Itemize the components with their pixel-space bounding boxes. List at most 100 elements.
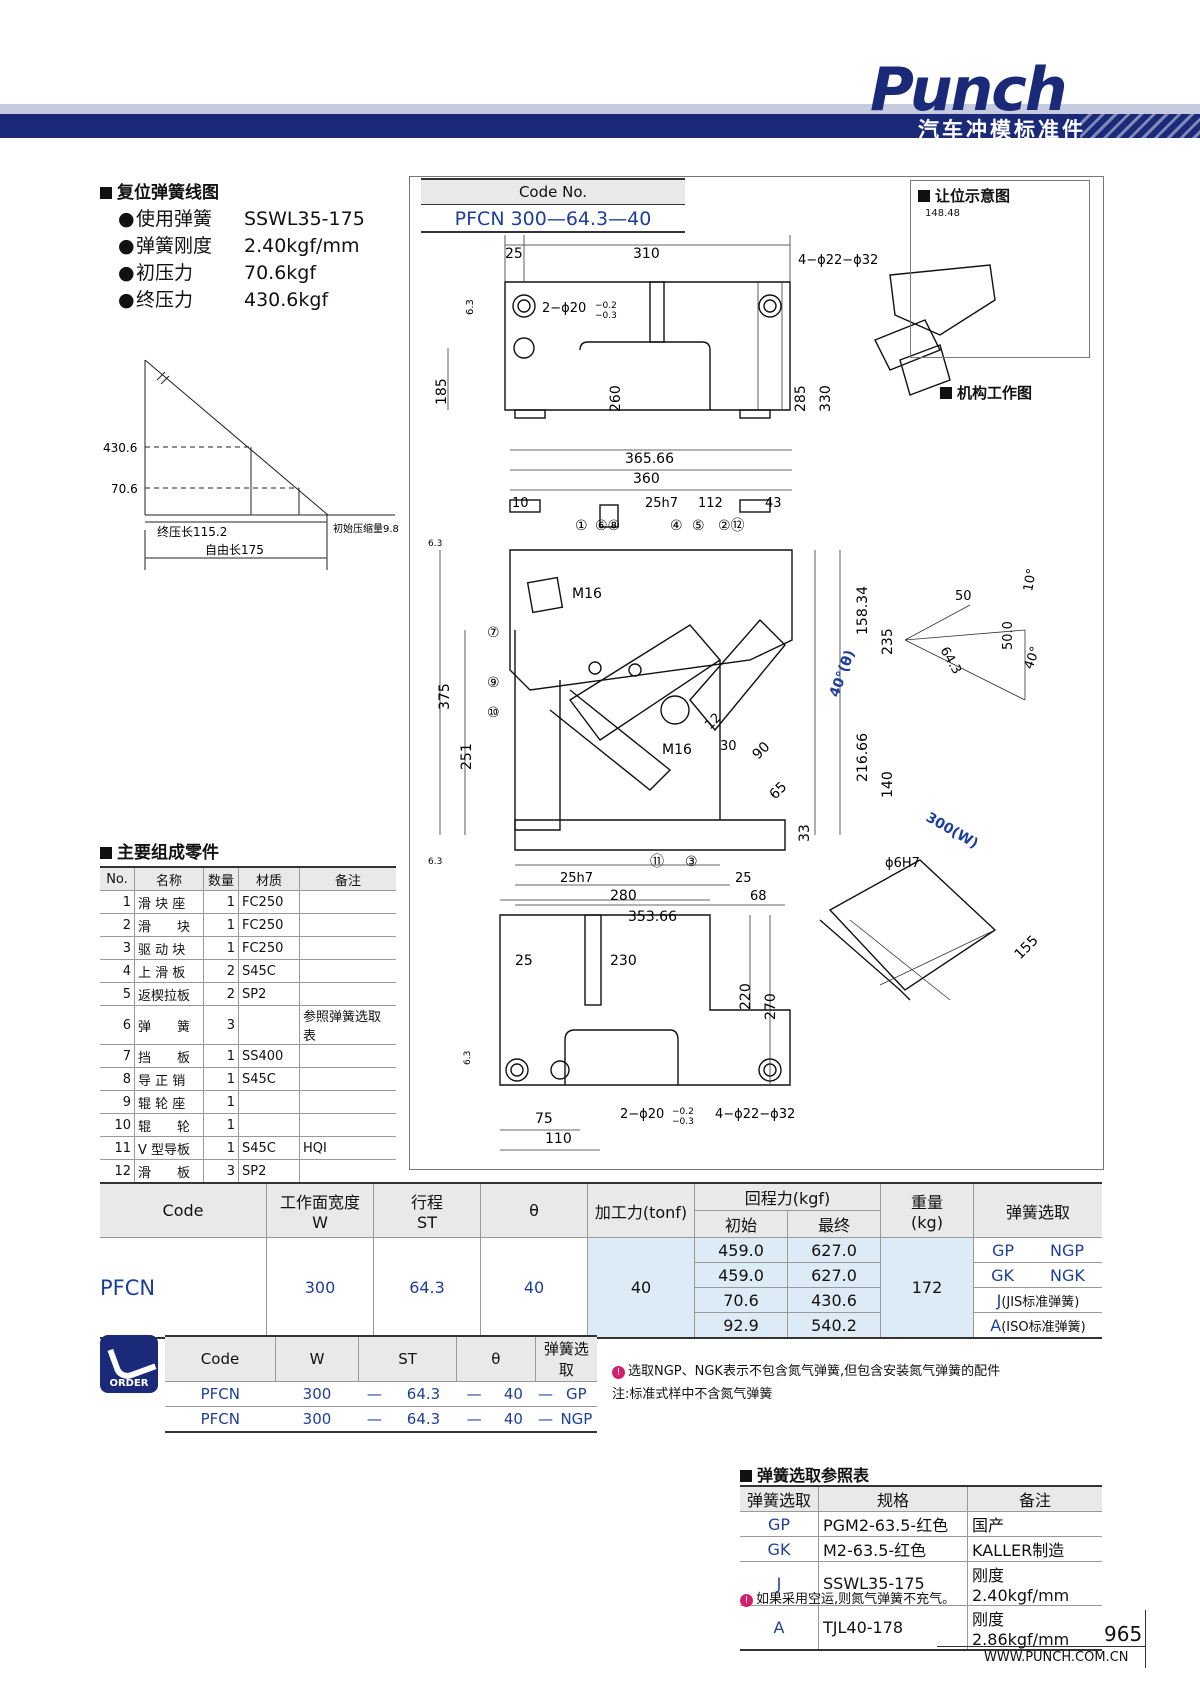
svg-text:270: 270 bbox=[763, 993, 779, 1020]
svg-text:6.3: 6.3 bbox=[463, 1051, 473, 1065]
svg-text:⑪: ⑪ bbox=[650, 854, 664, 870]
spring-table-note: !如果采用空运,则氮气弹簧不充气。 bbox=[740, 1588, 955, 1607]
order-note-1: !选取NGP、NGK表示不包含氮气弹簧,但包含安装氮气弹簧的配件 bbox=[612, 1360, 1000, 1379]
svg-text:220: 220 bbox=[738, 983, 754, 1010]
svg-text:M16: M16 bbox=[662, 742, 692, 758]
svg-text:③: ③ bbox=[685, 854, 698, 870]
spec-code: PFCN bbox=[100, 1237, 267, 1339]
svg-text:110: 110 bbox=[545, 1131, 572, 1147]
code-no-box: Code No. PFCN 300—64.3—40 bbox=[421, 178, 685, 233]
svg-text:90: 90 bbox=[750, 739, 774, 763]
front-view-slider bbox=[568, 624, 722, 741]
parts-title: 主要组成零件 bbox=[100, 838, 219, 863]
svg-text:2−ϕ20: 2−ϕ20 bbox=[620, 1107, 664, 1122]
svg-text:−0.2: −0.2 bbox=[672, 1107, 694, 1117]
free-length-label: 自由长175 bbox=[205, 543, 264, 557]
svg-text:330: 330 bbox=[818, 385, 834, 412]
svg-text:360: 360 bbox=[633, 471, 660, 487]
brand-logo: Punch bbox=[870, 55, 1068, 125]
svg-text:65: 65 bbox=[767, 779, 791, 803]
top-view-slot bbox=[579, 341, 711, 410]
svg-text:216.66: 216.66 bbox=[855, 733, 871, 782]
svg-text:ϕ6H7: ϕ6H7 bbox=[885, 856, 920, 871]
svg-text:50.0: 50.0 bbox=[1001, 621, 1016, 650]
svg-text:M16: M16 bbox=[572, 586, 602, 602]
top-view-outline bbox=[504, 281, 791, 411]
front-view-base bbox=[514, 819, 786, 851]
final-length-label: 终压长115.2 bbox=[157, 524, 227, 539]
svg-text:⑨: ⑨ bbox=[487, 675, 500, 691]
svg-text:−0.3: −0.3 bbox=[672, 1117, 694, 1127]
svg-text:−0.3: −0.3 bbox=[595, 311, 617, 321]
svg-text:②⑫: ②⑫ bbox=[718, 518, 745, 534]
spring-chart-title: 复位弹簧线图 bbox=[100, 178, 219, 203]
clearance-dim: 148.48 bbox=[925, 208, 960, 219]
svg-text:⑩: ⑩ bbox=[487, 705, 500, 721]
svg-text:64.3: 64.3 bbox=[937, 645, 964, 678]
svg-text:−0.2: −0.2 bbox=[595, 301, 617, 311]
svg-text:158.34: 158.34 bbox=[855, 586, 871, 635]
bottom-view-outline bbox=[499, 914, 791, 1086]
order-icon: ORDER bbox=[100, 1335, 158, 1393]
svg-text:12: 12 bbox=[702, 711, 724, 733]
svg-text:25h7: 25h7 bbox=[560, 871, 593, 886]
svg-text:75: 75 bbox=[535, 1111, 553, 1127]
svg-text:⑦: ⑦ bbox=[487, 625, 500, 641]
spring-table-title: 弹簧选取参照表 bbox=[740, 1462, 869, 1486]
footer-url: WWW.PUNCH.COM.CN bbox=[984, 1650, 1129, 1665]
angle-label: 40°(θ) bbox=[827, 648, 859, 699]
svg-text:230: 230 bbox=[610, 953, 637, 969]
y-low-label: 70.6 bbox=[111, 482, 138, 496]
bottom-view-key bbox=[584, 914, 602, 1006]
svg-text:6.3: 6.3 bbox=[428, 539, 442, 549]
order-note-2: 注:标准式样中不含氮气弹簧 bbox=[612, 1387, 773, 1402]
svg-text:140: 140 bbox=[880, 771, 896, 798]
svg-text:280: 280 bbox=[610, 888, 637, 904]
svg-text:50: 50 bbox=[955, 589, 972, 604]
brand-subtitle: 汽车冲模标准件 bbox=[918, 118, 1086, 142]
svg-text:33: 33 bbox=[797, 824, 813, 842]
clearance-inset-frame bbox=[910, 180, 1090, 358]
svg-text:155: 155 bbox=[1012, 933, 1042, 963]
svg-text:365.66: 365.66 bbox=[625, 451, 674, 467]
header-hatch bbox=[1080, 114, 1200, 138]
front-view-slider-seat bbox=[509, 549, 793, 691]
svg-text:185: 185 bbox=[434, 378, 450, 405]
spring-force-diagram: 430.6 70.6 终压长115.2 初始压缩量9.8 自由长175 bbox=[103, 359, 399, 570]
clearance-title: 让位示意图 bbox=[918, 185, 1010, 206]
header-stripe-dark bbox=[0, 114, 1200, 138]
svg-text:310: 310 bbox=[633, 246, 660, 262]
svg-text:④: ④ bbox=[670, 518, 683, 534]
svg-text:6.3: 6.3 bbox=[428, 857, 442, 867]
page-number: 965 bbox=[1104, 1622, 1143, 1646]
code-no-header: Code No. bbox=[421, 178, 685, 205]
front-view-left-block bbox=[514, 630, 561, 831]
svg-text:251: 251 bbox=[459, 743, 475, 770]
svg-text:25h7: 25h7 bbox=[645, 496, 678, 511]
svg-text:25: 25 bbox=[515, 953, 533, 969]
y-high-label: 430.6 bbox=[103, 441, 137, 455]
header-stripe-light bbox=[0, 104, 1200, 114]
